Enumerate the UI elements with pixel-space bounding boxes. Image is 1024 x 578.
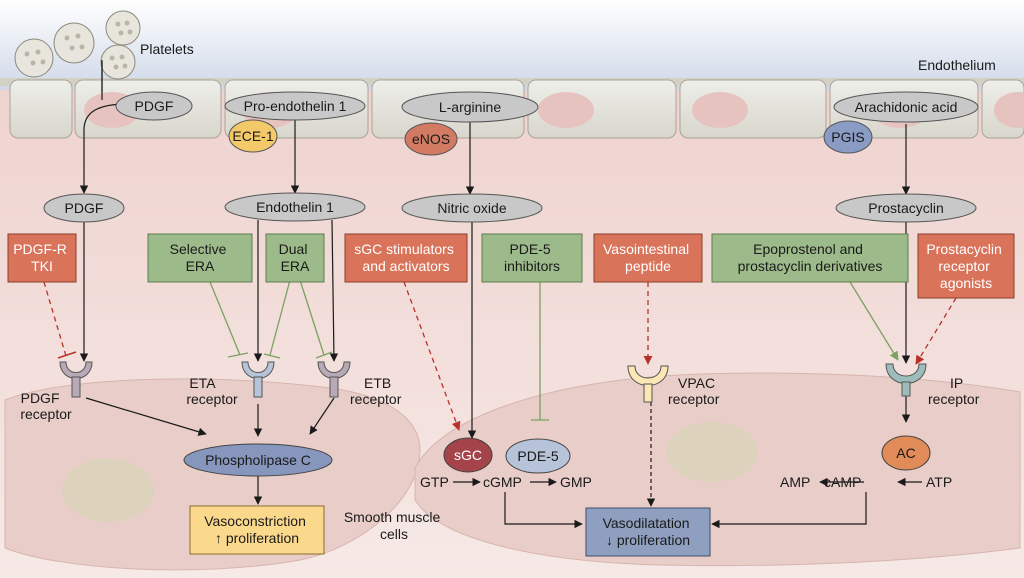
atp-label: ATP (926, 474, 952, 490)
pde5-inhibitors-box: PDE-5 inhibitors (481, 233, 583, 283)
dual-era-box: Dual ERA (265, 233, 325, 283)
pdgf-receptor-label: PDGF receptor (20, 390, 72, 422)
ac-node: AC (881, 435, 931, 471)
svg-text:AC: AC (896, 445, 915, 461)
svg-text:Pro-endothelin 1: Pro-endothelin 1 (244, 98, 347, 114)
cgmp-label: cGMP (483, 474, 522, 490)
svg-text:Vasointestinal peptide: Vasointestinal peptide (603, 241, 693, 274)
selective-era-box: Selective ERA (147, 233, 253, 283)
arachidonic-acid-node: Arachidonic acid (833, 91, 979, 123)
vpac-receptor-icon (627, 365, 669, 403)
svg-text:L-arginine: L-arginine (439, 99, 501, 115)
endothelium-pdgf-node: PDGF (115, 91, 193, 121)
svg-text:Endothelin 1: Endothelin 1 (256, 199, 334, 215)
red-drug-lines (43, 281, 957, 431)
svg-text:PDE-5: PDE-5 (517, 448, 558, 464)
prostacyclin-receptor-agonists-box: Prostacyclin receptor agonists (917, 233, 1015, 299)
sky-background (0, 0, 1024, 90)
vasointestinal-peptide-box: Vasointestinal peptide (593, 233, 703, 283)
svg-text:Prostacyclin receptor: Prostacyclin receptor agonists (926, 241, 1005, 291)
vasoconstriction-box: Vasoconstriction ↑ proliferation (189, 505, 325, 555)
svg-text:eNOS: eNOS (412, 131, 450, 147)
pdgf-receptor-icon (59, 361, 93, 398)
gmp-label: GMP (560, 474, 592, 490)
endothelin1-node: Endothelin 1 (224, 192, 366, 222)
svg-text:Dual ERA: Dual ERA (279, 241, 312, 274)
svg-text:Selective ERA: Selective ERA (170, 241, 231, 274)
amp-label: AMP (780, 474, 810, 490)
vpac-receptor-label: VPAC receptor (668, 375, 720, 407)
pdgfr-tki-box: PDGF-R TKI (7, 233, 77, 283)
etb-receptor-label: ETB receptor (350, 375, 402, 407)
svg-text:sGC: sGC (454, 447, 482, 463)
ece1-node: ECE-1 (228, 119, 278, 153)
smooth-muscle-nucleus-left (62, 458, 154, 522)
svg-text:Prostacyclin: Prostacyclin (868, 200, 943, 216)
epoprostenol-box: Epoprostenol and prostacyclin derivative… (711, 233, 909, 283)
camp-label: cAMP (824, 474, 861, 490)
svg-text:PDGF: PDGF (135, 98, 174, 114)
svg-text:PDE-5 inhibitors: PDE-5 inhibitors (504, 241, 560, 274)
svg-text:Vasoconstriction ↑ proli: Vasoconstriction ↑ proliferation (204, 513, 310, 546)
phospholipase-c-node: Phospholipase C (183, 443, 333, 477)
endothelium-label: Endothelium (918, 57, 996, 73)
svg-text:PDGF-R TKI: PDGF-R TKI (13, 241, 71, 274)
gtp-label: GTP (420, 474, 449, 490)
pro-endothelin-node: Pro-endothelin 1 (224, 91, 366, 121)
svg-text:PGIS: PGIS (831, 129, 864, 145)
prostacyclin-node: Prostacyclin (835, 193, 977, 223)
eta-receptor-icon (241, 361, 275, 398)
vasodilatation-box: Vasodilatation ↓ proliferation (585, 507, 711, 557)
ip-receptor-icon (885, 363, 927, 397)
l-arginine-node: L-arginine (401, 91, 539, 123)
svg-text:ECE-1: ECE-1 (232, 128, 273, 144)
svg-text:Phospholipase C: Phospholipase C (205, 452, 311, 468)
pathway-arrows (79, 62, 922, 529)
pdgf-mediator-node: PDGF (43, 193, 125, 223)
green-drug-lines (209, 279, 899, 421)
pdgf-inhibit-bar (57, 351, 77, 359)
platelets-label: Platelets (140, 41, 194, 57)
svg-text:PDGF: PDGF (65, 200, 104, 216)
smooth-muscle-label: Smooth muscle cells (344, 509, 444, 542)
sgc-stimulators-box: sGC stimulators and activators (344, 233, 468, 283)
eta-receptor-label: ETA receptor (186, 375, 238, 407)
svg-text:sGC stimulators and acti: sGC stimulators and activators (354, 241, 457, 274)
pgis-node: PGIS (823, 120, 873, 154)
nitric-oxide-node: Nitric oxide (401, 193, 543, 223)
ip-receptor-label: IP receptor (928, 375, 980, 407)
platelets-icon (14, 10, 141, 80)
svg-text:Arachidonic acid: Arachidonic acid (855, 99, 958, 115)
sgc-node: sGC (443, 437, 493, 473)
pde5-node: PDE-5 (505, 438, 571, 474)
svg-text:Vasodilatation ↓ prolife: Vasodilatation ↓ proliferation (603, 515, 694, 548)
svg-text:Epoprostenol and prostac: Epoprostenol and prostacyclin derivative… (738, 241, 883, 274)
enos-node: eNOS (404, 122, 458, 156)
svg-text:Nitric oxide: Nitric oxide (437, 200, 506, 216)
smooth-muscle-nucleus-right (666, 422, 758, 482)
etb-receptor-icon (317, 361, 351, 398)
